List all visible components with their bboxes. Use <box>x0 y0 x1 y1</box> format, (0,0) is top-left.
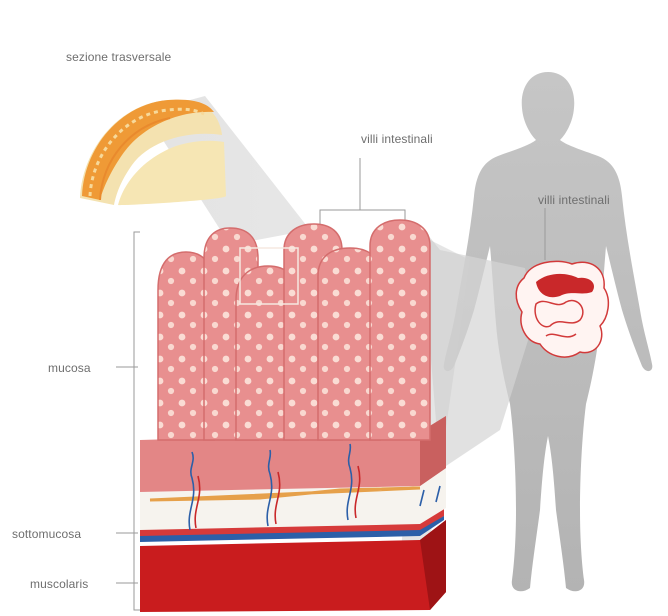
label-mucosa: mucosa <box>48 361 91 375</box>
label-cross-section: sezione trasversale <box>66 50 172 64</box>
tissue-block <box>140 220 446 612</box>
label-muscularis: muscolaris <box>30 577 88 591</box>
cross-section-arc <box>80 100 226 205</box>
label-submucosa: sottomucosa <box>12 527 81 541</box>
villi <box>158 220 430 440</box>
label-villi-body: villi intestinali <box>538 193 610 207</box>
label-villi-top: villi intestinali <box>361 132 433 146</box>
